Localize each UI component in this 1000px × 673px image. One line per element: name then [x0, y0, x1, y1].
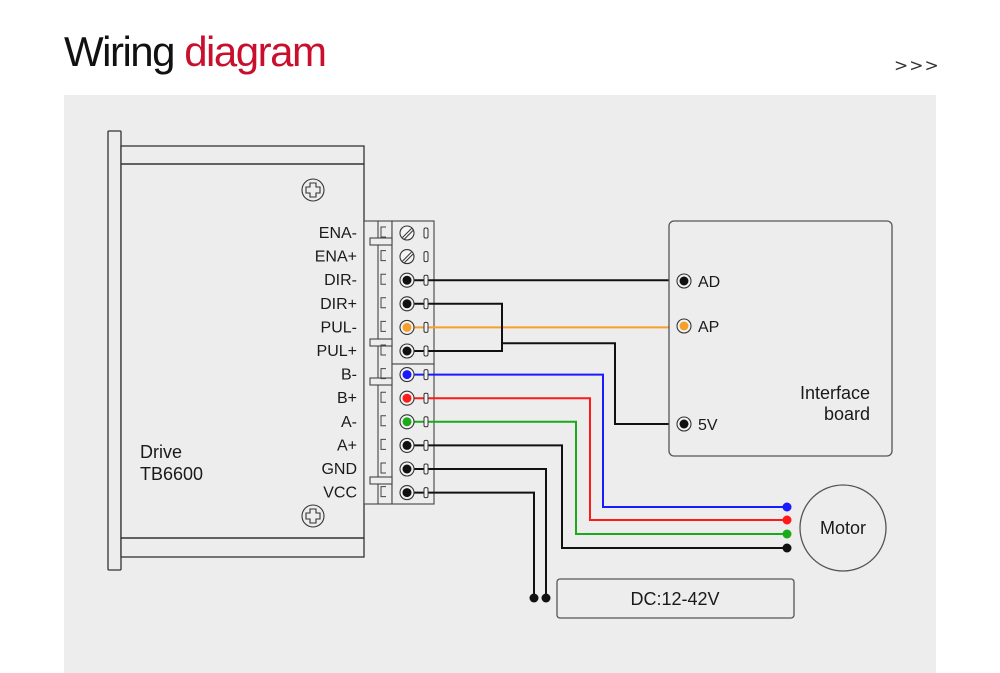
terminals [380, 225, 429, 501]
wire-terminal[interactable] [399, 343, 429, 359]
terminal-label-pul-minus: PUL- [321, 319, 357, 336]
rail-notch [380, 486, 386, 498]
terminal-slot [423, 227, 429, 239]
board-name-line1: Interface [800, 383, 870, 403]
wire-terminal[interactable] [399, 437, 429, 453]
terminal-slot [423, 369, 429, 381]
screw-terminal[interactable] [399, 249, 429, 265]
motor-label: Motor [820, 518, 866, 538]
board-pins: AD AP 5V [676, 273, 720, 434]
drive-housing [120, 145, 365, 558]
terminal-slot [423, 321, 429, 333]
terminal-block [363, 220, 435, 505]
terminal-label-a-plus: A+ [337, 437, 357, 454]
wire-a-minus [407, 420, 787, 535]
board-pin-ap[interactable] [676, 318, 692, 334]
terminal-slot [423, 345, 429, 357]
wire-end-dot [782, 543, 792, 553]
terminal-slot [423, 274, 429, 286]
rail-notch [380, 226, 386, 238]
terminal-label-pul-plus: PUL+ [317, 343, 357, 360]
board-pin-label: AP [698, 319, 719, 336]
drive-name-line1: Drive [140, 442, 182, 462]
power-supply-label: DC:12-42V [630, 589, 719, 609]
terminal-label-b-plus: B+ [337, 390, 357, 407]
board-pin-ad[interactable] [676, 273, 692, 289]
screw-icon [301, 504, 325, 528]
motor [799, 484, 887, 572]
terminal-label-a-minus: A- [341, 414, 357, 431]
terminal-slot [423, 487, 429, 499]
wire-end-dot [541, 593, 551, 603]
terminal-slot [423, 251, 429, 263]
wire-terminal[interactable] [399, 272, 429, 288]
board-pin-5v[interactable] [676, 416, 692, 432]
board-pin-label: AD [698, 274, 720, 291]
drive-body [107, 130, 365, 571]
wire-terminal[interactable] [399, 485, 429, 501]
screw-terminal[interactable] [399, 225, 429, 241]
terminal-slot [423, 392, 429, 404]
terminal-slot [423, 463, 429, 475]
wire-terminal[interactable] [399, 390, 429, 406]
wire-end-dot [529, 593, 539, 603]
terminal-label-b-minus: B- [341, 367, 357, 384]
rail-notch [380, 438, 386, 450]
terminal-labels: ENA- ENA+ DIR- DIR+ PUL- PUL+ B- B+ A- A+ GND VCC [315, 225, 357, 502]
wire-terminal[interactable] [399, 461, 429, 477]
wire-dir-pul-plus [407, 302, 503, 352]
board-name-line2: board [824, 404, 870, 424]
title-accent: diagram [184, 28, 327, 75]
rail-notch [380, 462, 386, 474]
wires [407, 279, 792, 603]
more-link[interactable]: >>> [894, 56, 940, 76]
wire-gnd [407, 468, 547, 598]
rail-notch [380, 344, 386, 356]
terminal-slot [423, 298, 429, 310]
terminal-slot [423, 439, 429, 451]
rail-notch [380, 320, 386, 332]
rail-notch [380, 415, 386, 427]
rail-notch [380, 391, 386, 403]
wire-terminal[interactable] [399, 414, 429, 430]
wire-5v [502, 342, 684, 425]
rail-notch [380, 250, 386, 262]
terminal-label-ena-minus: ENA- [319, 225, 357, 242]
terminal-label-dir-minus: DIR- [324, 272, 357, 289]
rail-notch [380, 368, 386, 380]
terminal-label-gnd: GND [321, 461, 357, 478]
terminal-label-ena-plus: ENA+ [315, 249, 357, 266]
terminal-slot [423, 416, 429, 428]
wire-b-plus [407, 397, 787, 521]
wire-terminal[interactable] [399, 296, 429, 312]
drive-side-plate [107, 130, 122, 571]
wire-vcc [407, 491, 535, 598]
terminal-label-vcc: VCC [323, 485, 357, 502]
board-pin-label: 5V [698, 417, 718, 434]
drive-name-line2: TB6600 [140, 464, 203, 484]
wire-a-plus [407, 444, 787, 549]
wire-terminal[interactable] [399, 367, 429, 383]
wire-end-dot [782, 529, 792, 539]
rail-notch [380, 297, 386, 309]
rail-notch [380, 273, 386, 285]
wire-end-dot [782, 515, 792, 525]
wire-b-minus [407, 373, 787, 508]
power-supply [556, 578, 795, 619]
interface-board [668, 220, 893, 457]
terminal-label-dir-plus: DIR+ [320, 296, 357, 313]
wire-terminal[interactable] [399, 319, 429, 335]
wire-end-dot [782, 502, 792, 512]
screw-icon [301, 178, 325, 202]
page-title: Wiring diagram [64, 28, 327, 76]
title-main: Wiring [64, 28, 176, 75]
